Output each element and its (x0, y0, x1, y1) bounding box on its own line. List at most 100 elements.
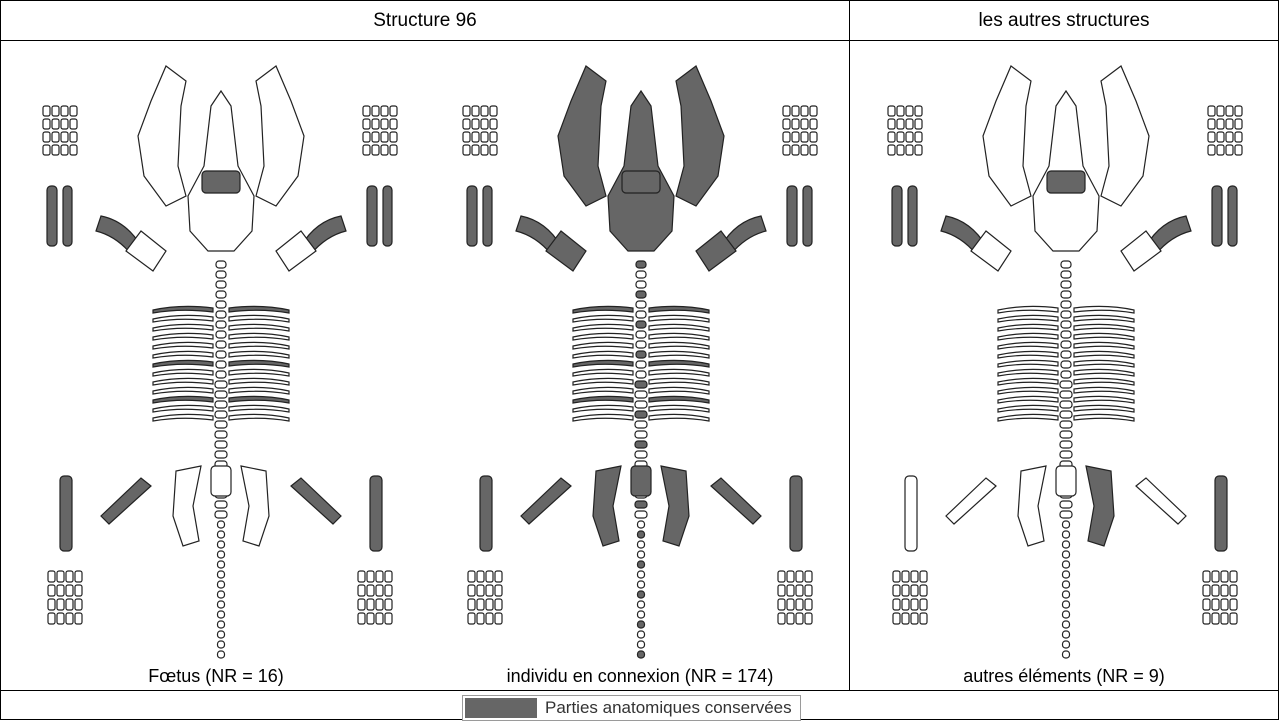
left-ulna (63, 186, 72, 246)
rib (1074, 351, 1134, 358)
rib (229, 342, 289, 349)
vertebra (1063, 551, 1070, 558)
rib (153, 351, 213, 358)
forepaw-bone (888, 106, 895, 116)
vertebra (218, 551, 225, 558)
rib (998, 387, 1058, 394)
rib (1074, 306, 1134, 313)
hindpaw-bone (920, 585, 927, 596)
hindpaw-bone (477, 613, 484, 624)
hindpaw-bone (920, 613, 927, 624)
vertebra (638, 551, 645, 558)
rib (573, 396, 633, 403)
hindpaw-bone (805, 613, 812, 624)
forepaw-bone (390, 145, 397, 155)
forepaw-bone (61, 145, 68, 155)
vertebra (1060, 411, 1072, 418)
vertebra (638, 581, 645, 588)
rib (1074, 360, 1134, 367)
right-ulna (383, 186, 392, 246)
forepaw-bone (372, 145, 379, 155)
hindpaw-bone (920, 571, 927, 582)
forepaw-bone (372, 106, 379, 116)
rib (153, 315, 213, 322)
hindpaw-bone (477, 571, 484, 582)
rib (153, 369, 213, 376)
skull-floor (622, 171, 660, 193)
vertebra (215, 391, 227, 398)
vertebra (1061, 261, 1071, 268)
column-divider (849, 1, 850, 691)
femur (521, 478, 571, 524)
rib (1074, 333, 1134, 340)
vertebra (638, 521, 645, 528)
vertebra (216, 301, 226, 308)
vertebra (216, 331, 226, 338)
forepaw-bone (783, 106, 790, 116)
forepaw-bone (463, 106, 470, 116)
vertebra (638, 591, 645, 598)
left-mandible (558, 66, 606, 206)
hindpaw-bone (486, 571, 493, 582)
rib (153, 378, 213, 385)
hindpaw-bone (1203, 613, 1210, 624)
hindpaw-bone (805, 585, 812, 596)
forepaw-bone (472, 119, 479, 129)
hindpaw-bone (787, 599, 794, 610)
hindpaw-bone (1230, 613, 1237, 624)
forepaw-bone (70, 106, 77, 116)
right-mandible (676, 66, 724, 206)
hindpaw-bone (495, 613, 502, 624)
vertebra (1060, 421, 1072, 428)
vertebra (635, 391, 647, 398)
rib (153, 405, 213, 412)
forepaw-bone (490, 106, 497, 116)
vertebra (638, 631, 645, 638)
forepaw-bone (481, 132, 488, 142)
vertebra (218, 601, 225, 608)
forepaw-bone (1208, 119, 1215, 129)
rib (229, 396, 289, 403)
hindpaw-bone (911, 613, 918, 624)
hindpaw-bone (495, 599, 502, 610)
vertebra (638, 621, 645, 628)
forepaw-bone (52, 145, 59, 155)
vertebra (216, 341, 226, 348)
rib (998, 405, 1058, 412)
rib (1074, 342, 1134, 349)
vertebra (638, 571, 645, 578)
vertebra (216, 271, 226, 278)
vertebra (636, 271, 646, 278)
hindpaw-bone (787, 585, 794, 596)
rib (229, 405, 289, 412)
forepaw-bone (906, 132, 913, 142)
forepaw-bone (915, 132, 922, 142)
vertebra (638, 531, 645, 538)
pelvis-half (241, 466, 269, 546)
vertebra (1061, 351, 1071, 358)
hindpaw-bone (787, 613, 794, 624)
vertebra (215, 511, 227, 518)
vertebra (215, 401, 227, 408)
rib (1074, 369, 1134, 376)
tibia (1215, 476, 1227, 551)
forepaw-bone (792, 106, 799, 116)
forepaw-bone (801, 132, 808, 142)
vertebra (218, 651, 225, 658)
rib (998, 360, 1058, 367)
rib (649, 306, 709, 313)
vertebra (1063, 641, 1070, 648)
rib (229, 315, 289, 322)
forepaw-bone (1208, 106, 1215, 116)
hindpaw-bone (495, 585, 502, 596)
forepaw-bone (792, 132, 799, 142)
hindpaw-bone (787, 571, 794, 582)
sacrum (631, 466, 651, 496)
forepaw-bone (52, 132, 59, 142)
right-ulna (803, 186, 812, 246)
forepaw-bone (490, 119, 497, 129)
rib (649, 378, 709, 385)
vertebra (1060, 431, 1072, 438)
femur (101, 478, 151, 524)
